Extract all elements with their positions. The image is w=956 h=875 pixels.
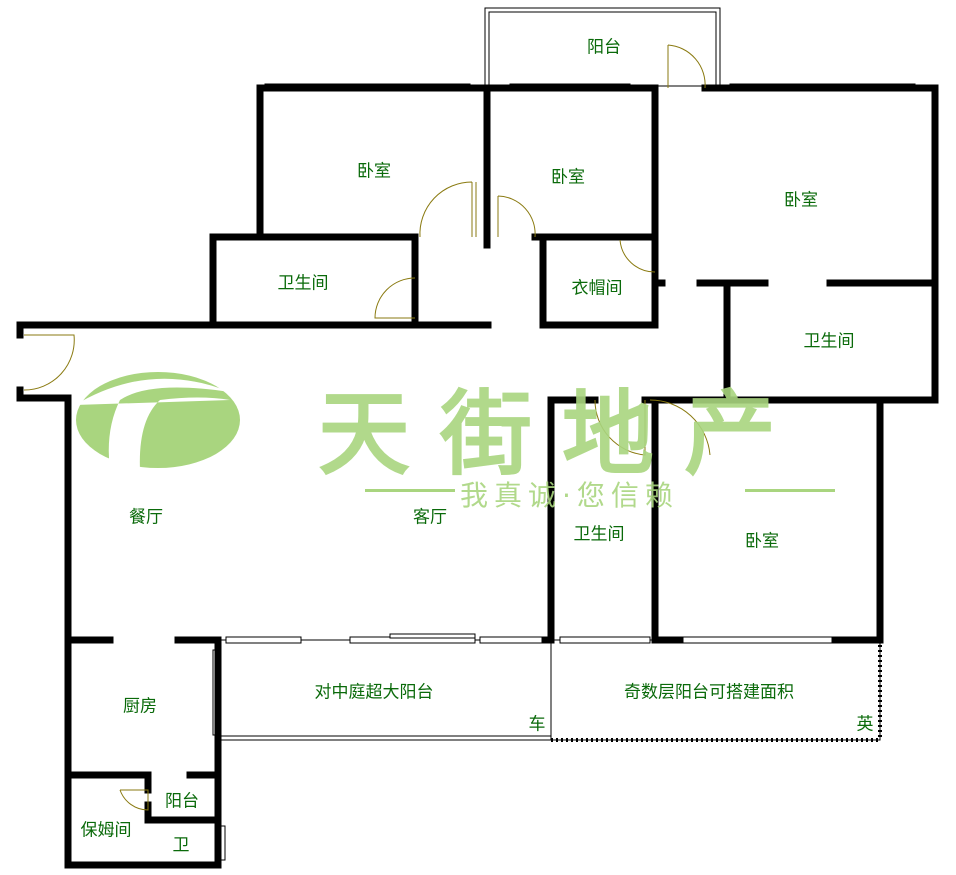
watermark-line-right (745, 489, 835, 492)
watermark-slogan: 我真诚·您信赖 (460, 479, 679, 512)
room-label-cloakroom: 衣帽间 (571, 278, 623, 299)
room-label-balcony-top: 阳台 (587, 37, 621, 58)
room-label-kitchen: 厨房 (123, 696, 157, 717)
room-label-bedroom-1: 卧室 (357, 161, 391, 182)
room-label-living: 客厅 (413, 507, 447, 528)
room-label-balcony-big: 对中庭超大阳台 (314, 682, 434, 703)
mark-car: 车 (528, 714, 546, 735)
room-label-bedroom-2: 卧室 (551, 167, 585, 188)
watermark-brand: 天街地产 (318, 381, 807, 488)
room-label-balcony-odd: 奇数层阳台可搭建面积 (624, 682, 794, 703)
room-label-balcony-small: 阳台 (165, 791, 199, 812)
balcony-top-outline (484, 7, 721, 87)
room-label-bathroom-1: 卫生间 (277, 273, 329, 294)
watermark-line-left (365, 489, 455, 492)
logo-icon (75, 372, 240, 470)
room-label-wc: 卫 (172, 835, 190, 856)
room-label-bedroom-master: 卧室 (784, 190, 818, 211)
room-label-bedroom-3: 卧室 (745, 531, 779, 552)
mark-ying: 英 (856, 714, 874, 735)
room-label-bathroom-master: 卫生间 (803, 331, 855, 352)
doors (23, 44, 711, 811)
room-label-nanny: 保姆间 (80, 820, 132, 841)
room-label-bathroom-2: 卫生间 (573, 524, 625, 545)
room-label-dining: 餐厅 (129, 507, 163, 528)
walls (16, 84, 939, 869)
